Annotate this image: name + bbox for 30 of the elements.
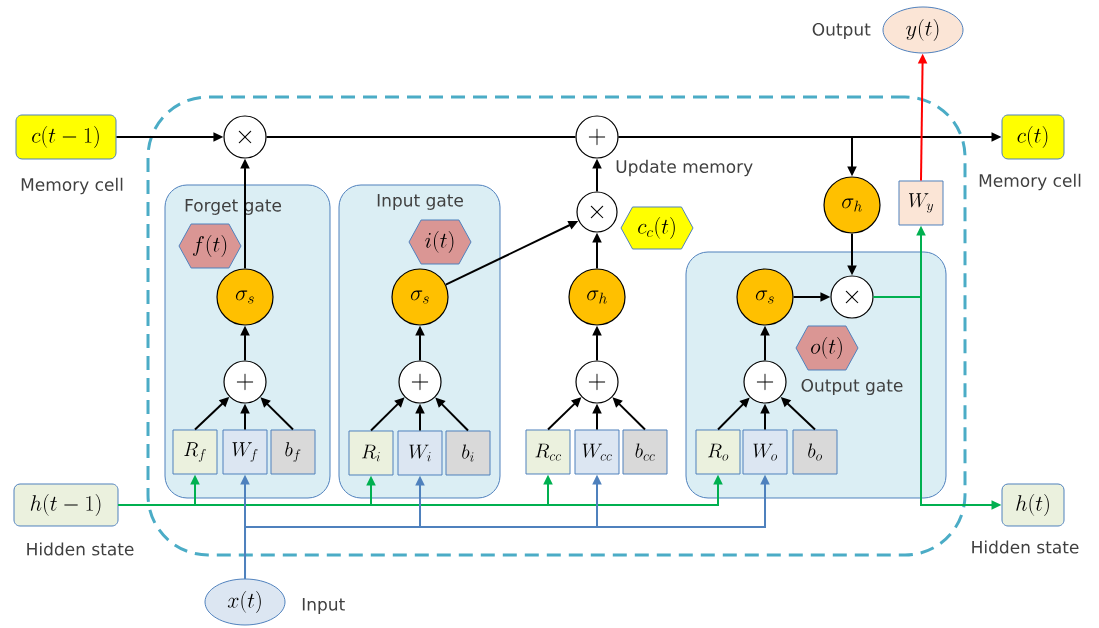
node-caption: Input xyxy=(302,598,345,614)
weight-box: $W_o$ xyxy=(742,429,788,475)
node-caption: Memory cell xyxy=(979,173,1081,191)
state-box: $h(t-1)$ xyxy=(13,483,119,527)
node-caption: Output xyxy=(812,22,871,40)
node-caption: Hidden state xyxy=(972,540,1079,554)
node-caption: Hidden state xyxy=(27,542,134,556)
weight-box: $b_f$ xyxy=(270,429,316,475)
weight-box: $R_o$ xyxy=(695,429,741,475)
weight-box: $b_{cc}$ xyxy=(622,429,668,475)
weight-box: $W_i$ xyxy=(397,430,443,476)
node-caption: Update memory xyxy=(616,159,753,177)
weight-box: $R_f$ xyxy=(172,429,218,475)
weight-box: $W_{cc}$ xyxy=(574,429,620,475)
hexagon-label: $i(t)$ xyxy=(408,219,472,265)
hexagon-label: $o(t)$ xyxy=(795,325,859,371)
weight-box: $R_{cc}$ xyxy=(525,429,571,475)
state-box: $c(t)$ xyxy=(1001,114,1065,160)
state-box: $h(t)$ xyxy=(1001,483,1065,527)
hexagon-label: $f(t)$ xyxy=(178,223,242,269)
state-box: $c(t-1)$ xyxy=(15,114,117,160)
hexagon-label: $c_c(t)$ xyxy=(620,206,694,250)
weight-box: $R_i$ xyxy=(348,430,394,476)
weight-box: $b_o$ xyxy=(792,429,838,475)
dashed-frame xyxy=(146,95,967,557)
connector-line xyxy=(265,136,577,138)
weight-box: $W_y$ xyxy=(898,180,944,226)
weight-box: $W_f$ xyxy=(222,429,268,475)
node-caption: Memory cell xyxy=(21,177,123,195)
weight-box: $b_i$ xyxy=(445,430,491,476)
